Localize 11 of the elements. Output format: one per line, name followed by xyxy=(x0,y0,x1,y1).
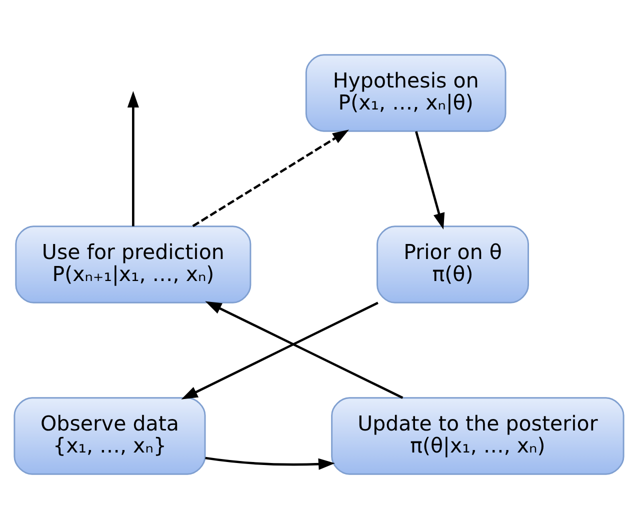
node-box: Use for prediction P(xₙ₊₁|x₁, …, xₙ) xyxy=(15,225,252,303)
arrow xyxy=(127,90,139,226)
node-box: Hypothesis on P(x₁, …, xₙ|θ) xyxy=(305,54,506,132)
node-box: Observe data {x₁, …, xₙ} xyxy=(14,396,206,474)
arrow xyxy=(415,130,445,230)
arrow xyxy=(181,301,378,399)
arrow xyxy=(205,300,404,398)
node-box: Update to the posterior π(θ|x₁, …, xₙ) xyxy=(331,396,624,474)
arrow xyxy=(192,129,350,227)
node-box: Prior on θ π(θ) xyxy=(376,225,529,303)
arrow xyxy=(205,456,335,470)
